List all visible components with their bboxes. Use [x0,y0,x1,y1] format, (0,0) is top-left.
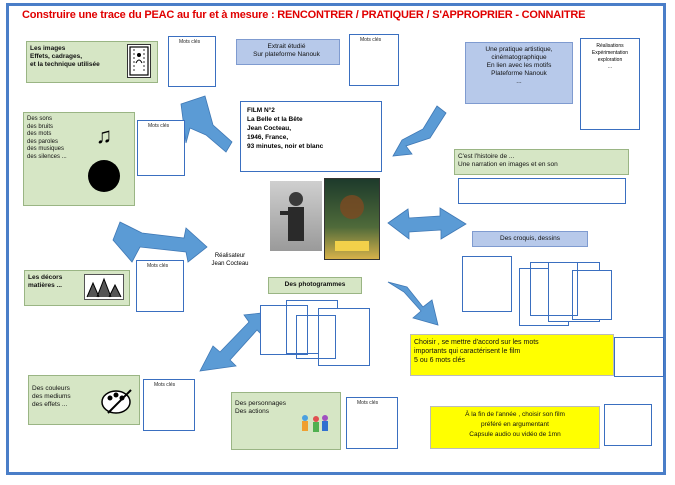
pratique-box: Une pratique artistique, cinématographiq… [465,42,573,104]
mots-cles-box[interactable]: Mots clés [346,397,398,449]
croquis-frame-5[interactable] [530,262,578,316]
photogramme-frame-4[interactable] [296,315,336,359]
arrow-sons [112,221,208,263]
film-strip-icon [127,44,151,78]
sons-box: Des sons des bruits des mots des paroles… [23,112,135,206]
photogrammes-box: Des photogrammes [268,277,362,294]
photogramme-frame-1[interactable] [260,305,308,355]
fin-annee-box: À la fin de l'année , choisir son film p… [430,406,600,449]
mots-cles-box[interactable]: Mots clés [137,120,185,176]
extrait-box: Extrait étudié Sur plateforme Nanouk [236,39,340,65]
palette-icon [100,386,134,416]
couleurs-box: Des couleurs des mediums des effets ... [28,375,140,425]
arrow-pratique [392,105,447,157]
choisir-box: Choisir , se mettre d'accord sur les mot… [410,334,614,376]
silhouette-icon [88,160,120,192]
histoire-answer-box[interactable] [458,178,626,204]
choisir-answer-box[interactable] [614,337,664,377]
music-notes-icon: ♫ [95,123,113,148]
mots-cles-box[interactable]: Mots clés [168,36,216,87]
croquis-box: Des croquis, dessins [472,231,588,247]
mots-cles-box[interactable]: Mots clés [143,379,195,431]
fin-annee-answer-box[interactable] [604,404,652,446]
histoire-box: C'est l'histoire de ... Une narration en… [454,149,629,175]
film-box: FILM N°2 La Belle et la Bête Jean Coctea… [240,101,382,172]
decor-icon [84,274,124,300]
arrow-choisir [387,281,439,326]
arrow-croquis [387,207,467,240]
director-photo [270,181,322,251]
realisations-box[interactable]: Réalisations Expérimentation exploration… [580,38,640,130]
photogramme-frame-3[interactable] [318,308,370,366]
arrow-images [180,95,233,153]
page-title: Construire une trace du PEAC au fur et à… [22,9,586,21]
characters-icon [298,412,330,438]
director-caption: Réalisateur Jean Cocteau [211,253,249,267]
mots-cles-box[interactable]: Mots clés [349,34,399,86]
mots-cles-box[interactable]: Mots clés [136,260,184,312]
film-poster [324,178,380,260]
croquis-frame-4[interactable] [572,270,612,320]
croquis-frame-1[interactable] [462,256,512,312]
